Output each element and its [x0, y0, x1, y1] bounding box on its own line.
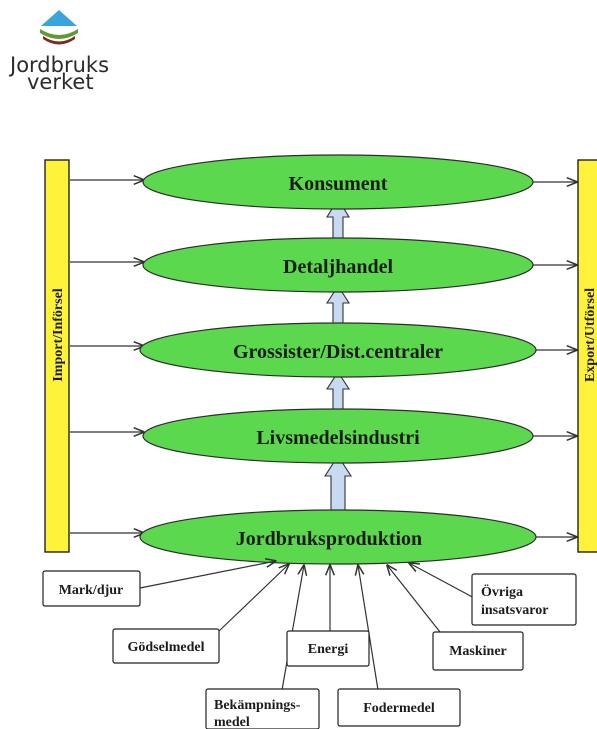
export-label: Export/Utförsel [583, 288, 597, 382]
export-bar: Export/Utförsel [577, 159, 597, 553]
logo-soil-icon [43, 36, 75, 45]
stage-jordbruksproduktion: Jordbruksproduktion [139, 509, 537, 565]
input-label: Mark/djur [59, 583, 124, 598]
input-arrow-fodermedel [358, 565, 379, 691]
stage-label: Detaljhandel [283, 256, 393, 278]
import-bar: Import/Införsel [44, 159, 70, 553]
stage-label: Grossister/Dist.centraler [233, 341, 443, 363]
stage-detaljhandel: Detaljhandel [142, 237, 534, 293]
input-label: Fodermedel [363, 701, 435, 716]
input-label: Bekämpnings- [214, 698, 301, 713]
input-label: Gödselmedel [128, 640, 205, 655]
logo-water-icon [41, 10, 77, 26]
stage-grossister: Grossister/Dist.centraler [139, 322, 537, 378]
input-label: Övriga [481, 583, 523, 600]
input-box-bekampningsmedel: Bekämpnings- medel [205, 688, 320, 729]
stage-label: Konsument [289, 173, 388, 195]
flow-arrow-up-icon [323, 454, 353, 515]
stage-label: Livsmedelsindustri [256, 427, 420, 449]
flow-arrow-up-icon [325, 370, 351, 413]
input-box-godselmedel: Gödselmedel [112, 628, 220, 664]
input-arrow-maskiner [387, 565, 441, 633]
stage-livsmedelsindustri: Livsmedelsindustri [142, 408, 534, 464]
input-arrow-mark-djur [139, 561, 276, 589]
input-arrows [139, 561, 479, 691]
import-label: Import/Införsel [51, 288, 66, 381]
input-box-fodermedel: Fodermedel [337, 688, 461, 727]
jordbruksverket-logo: Jordbruks verket [8, 10, 109, 94]
stage-label: Jordbruksproduktion [236, 528, 422, 550]
stage-konsument: Konsument [142, 154, 534, 210]
input-label: medel [214, 715, 250, 729]
input-box-mark-djur: Mark/djur [42, 570, 141, 607]
input-label: Energi [308, 642, 349, 657]
flow-arrow-up-icon [325, 284, 351, 327]
export-arrows [530, 182, 577, 537]
input-box-maskiner: Maskiner [432, 631, 524, 671]
input-label: insatsvaror [481, 603, 548, 618]
logo-text-line1: Jordbruks [8, 53, 109, 77]
input-box-energi: Energi [286, 630, 370, 667]
logo-field-icon [40, 29, 78, 39]
input-arrow-ovriga-insatsvaror [409, 563, 479, 601]
input-box-ovriga-insatsvaror: Övriga insatsvaror [471, 573, 577, 626]
input-arrow-godselmedel [217, 564, 289, 633]
logo-text-line2: verket [27, 70, 94, 94]
input-arrow-bekampningsmedel [281, 565, 304, 691]
input-label: Maskiner [449, 644, 507, 659]
import-arrows [70, 180, 144, 533]
flow-arrows [323, 197, 353, 515]
